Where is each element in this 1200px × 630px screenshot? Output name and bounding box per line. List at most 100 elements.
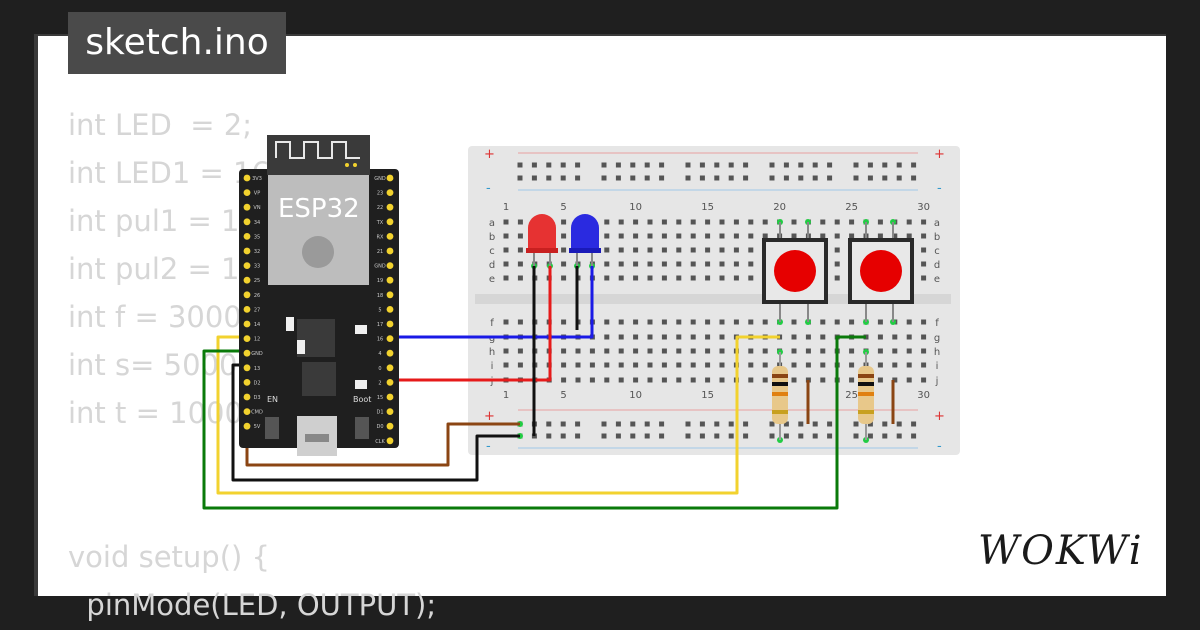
pushbutton-2[interactable] — [848, 222, 914, 322]
rail-hole — [827, 175, 833, 181]
esp32-pin[interactable] — [243, 320, 251, 328]
esp32-pin[interactable] — [243, 247, 251, 255]
esp32-pin[interactable] — [386, 349, 394, 357]
breadboard-hole — [604, 319, 610, 325]
breadboard-hole — [748, 261, 754, 267]
breadboard-hole — [762, 362, 768, 368]
breadboard-hole — [517, 247, 523, 253]
esp32-pin[interactable] — [243, 306, 251, 313]
esp32-pin[interactable] — [386, 291, 394, 299]
breadboard-hole — [690, 348, 696, 354]
esp32-pin[interactable] — [386, 203, 394, 211]
breadboard-hole — [762, 348, 768, 354]
breadboard-hole — [705, 219, 711, 225]
breadboard-hole — [517, 219, 523, 225]
breadboard-hole — [561, 275, 567, 281]
esp32-pin[interactable] — [386, 335, 394, 342]
breadboard-hole — [690, 319, 696, 325]
esp32-pin[interactable] — [243, 189, 251, 197]
esp32-pin[interactable] — [386, 408, 394, 415]
breadboard-hole — [633, 348, 639, 354]
column-number: 25 — [845, 202, 858, 213]
breadboard-hole — [604, 348, 610, 354]
led-red[interactable] — [526, 214, 558, 266]
breadboard-hole — [503, 219, 509, 225]
rail-plus-br: + — [934, 409, 945, 424]
esp32-pin-label: VN — [253, 205, 260, 211]
esp32-pin[interactable] — [243, 233, 251, 240]
esp32-pin[interactable] — [386, 262, 394, 269]
breadboard-hole — [820, 219, 826, 225]
esp32-pin[interactable] — [243, 174, 251, 182]
breadboard-hole — [921, 334, 927, 340]
esp32-pin[interactable] — [386, 306, 394, 313]
esp32-pin[interactable] — [386, 393, 394, 401]
resistor-2[interactable] — [858, 352, 874, 440]
breadboard-hole — [733, 275, 739, 281]
esp32-board[interactable]: ESP32 EN Boot 3V3VPVN343532332526271412G… — [239, 135, 399, 456]
led-blue[interactable] — [569, 214, 601, 266]
esp32-pin[interactable] — [386, 218, 394, 226]
esp32-pin[interactable] — [386, 233, 394, 240]
esp32-pin[interactable] — [386, 379, 394, 386]
esp32-pin[interactable] — [386, 276, 394, 284]
breadboard-hole — [690, 275, 696, 281]
row-label: d — [489, 260, 495, 271]
esp32-pin[interactable] — [243, 422, 251, 430]
esp32-pin[interactable] — [386, 364, 394, 372]
breadboard-hole — [791, 377, 797, 383]
esp32-pin-label: D2 — [253, 380, 260, 386]
rail-plus-tl: + — [484, 147, 495, 162]
breadboard-hole — [733, 247, 739, 253]
rail-hole — [827, 162, 833, 168]
rail-minus-tr: - — [937, 181, 942, 196]
esp32-pin[interactable] — [243, 276, 251, 284]
esp32-pin[interactable] — [386, 422, 394, 430]
breadboard-hole — [705, 233, 711, 239]
esp32-pin-label: 16 — [377, 337, 383, 343]
rail-hole — [517, 162, 523, 168]
esp32-pin[interactable] — [386, 320, 394, 328]
row-label: j — [935, 376, 939, 387]
esp32-pin[interactable] — [243, 364, 251, 372]
esp32-pin[interactable] — [243, 335, 251, 342]
breadboard-hole — [820, 233, 826, 239]
rail-hole — [644, 421, 650, 427]
wire-yellow — [216, 335, 780, 495]
rail-hole — [812, 162, 818, 168]
breadboard-hole — [690, 377, 696, 383]
pushbutton-1[interactable] — [762, 222, 828, 322]
file-tab[interactable]: sketch.ino — [68, 12, 286, 74]
esp32-pin-label: GND — [251, 351, 263, 357]
esp32-pin[interactable] — [386, 437, 394, 445]
esp32-pin[interactable] — [243, 262, 251, 269]
column-number: 25 — [845, 390, 858, 401]
breadboard-hole — [647, 348, 653, 354]
esp32-pin[interactable] — [386, 189, 394, 197]
breadboard-hole — [604, 334, 610, 340]
en-button[interactable] — [265, 417, 279, 439]
rail-hole — [630, 175, 636, 181]
breadboard-hole — [921, 261, 927, 267]
row-label: c — [489, 246, 495, 257]
breadboard-hole — [690, 334, 696, 340]
code-line: void setup() { — [68, 540, 270, 574]
resistor-1[interactable] — [772, 352, 788, 440]
esp32-pin[interactable] — [386, 247, 394, 255]
esp32-pin[interactable] — [386, 174, 394, 182]
esp32-pin[interactable] — [243, 408, 251, 415]
rail-hole — [560, 421, 566, 427]
boot-button[interactable] — [355, 417, 369, 439]
rail-hole — [743, 175, 749, 181]
breadboard-hole — [604, 362, 610, 368]
esp32-pin[interactable] — [243, 291, 251, 299]
breadboard-hole — [849, 219, 855, 225]
esp32-pin[interactable] — [243, 379, 251, 386]
esp32-pin[interactable] — [243, 203, 251, 211]
rail-hole — [546, 162, 552, 168]
esp32-pin[interactable] — [243, 349, 251, 357]
esp32-pin[interactable] — [243, 218, 251, 226]
breadboard-hole — [705, 319, 711, 325]
rail-hole — [575, 162, 581, 168]
esp32-pin[interactable] — [243, 393, 251, 401]
